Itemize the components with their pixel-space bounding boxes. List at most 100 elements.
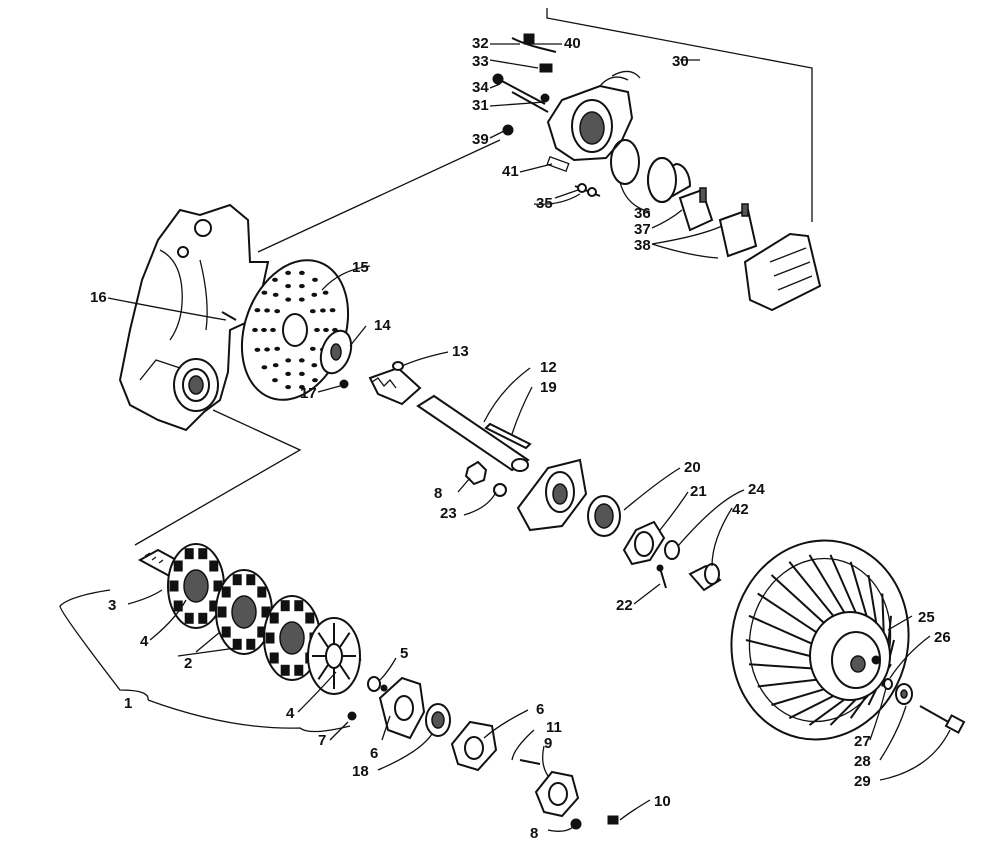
callout-40: 40 <box>564 35 581 52</box>
disc-hole <box>285 284 292 289</box>
disc-hole <box>272 378 278 383</box>
brake-pads <box>678 187 758 258</box>
driven-shaft <box>416 394 530 472</box>
disc-hole <box>264 347 271 352</box>
bearing-20 <box>587 495 621 537</box>
callout-17: 17 <box>300 385 317 402</box>
disc-hole <box>261 365 268 370</box>
disc-hole <box>311 363 318 368</box>
disc-hole <box>285 358 292 363</box>
chaincase-housing <box>118 203 270 432</box>
clutch-spoke <box>829 698 857 726</box>
disc-hole <box>298 297 305 302</box>
disc-vent-holes <box>252 270 338 390</box>
sprocket-end <box>307 617 361 695</box>
callout-1: 1 <box>124 695 132 712</box>
caliper-bolts <box>492 63 553 136</box>
callout-5: 5 <box>400 645 408 662</box>
callout-29: 29 <box>854 773 871 790</box>
callout-14: 14 <box>374 317 391 334</box>
disc-hole <box>322 290 329 295</box>
disc-hole <box>285 385 292 390</box>
callout-16: 16 <box>90 289 107 306</box>
callout-36: 36 <box>634 205 651 222</box>
clutch-spoke <box>867 574 878 623</box>
clutch-spoke <box>788 561 835 617</box>
brake-hose-fitting <box>511 33 557 53</box>
disc-hole <box>323 327 329 333</box>
clutch-spoke <box>788 695 834 720</box>
disc-hole <box>299 284 305 289</box>
disc-hole <box>320 308 326 313</box>
callout-34: 34 <box>472 79 489 96</box>
callout-38: 38 <box>634 237 651 254</box>
callout-4a: 4 <box>140 633 149 650</box>
disc-hole <box>285 371 292 376</box>
callout-21: 21 <box>690 483 707 500</box>
disc-hub <box>221 311 353 389</box>
disc-hole <box>252 327 258 333</box>
bearing-18 <box>425 703 451 737</box>
callout-12: 12 <box>540 359 557 376</box>
disc-hole <box>298 358 305 363</box>
disc-hole <box>261 327 267 333</box>
disc-hole <box>254 347 261 352</box>
piston-seal <box>610 139 640 185</box>
shaft-end-seal <box>367 676 388 692</box>
callout-22: 22 <box>616 597 633 614</box>
disc-hole <box>299 270 305 275</box>
callout-32: 32 <box>472 35 489 52</box>
disc-hole <box>254 308 261 313</box>
clutch-spoke <box>867 688 878 706</box>
clutch-spoke <box>748 663 812 670</box>
callout-labels: 1 2 3 4 4 5 6 6 7 8 8 9 10 11 12 13 14 1… <box>90 35 951 842</box>
disc-hole <box>312 378 318 383</box>
callout-9: 9 <box>544 735 552 752</box>
callout-6b: 6 <box>370 745 378 762</box>
leader-lines <box>59 43 951 832</box>
clutch-spoke <box>808 698 845 726</box>
pad-pin-and-spring <box>546 155 601 197</box>
disc-hole <box>299 385 305 390</box>
disc-hole <box>272 277 278 282</box>
clutch-spoke <box>849 561 868 617</box>
callout-30: 30 <box>672 53 689 70</box>
callout-42: 42 <box>732 501 749 518</box>
spacer-42 <box>688 563 722 592</box>
shaft-key <box>484 422 532 450</box>
callout-20: 20 <box>684 459 701 476</box>
clutch-spoke <box>745 639 811 657</box>
disc-hole <box>299 371 305 376</box>
brake-piston <box>647 157 692 203</box>
clutch-spoke <box>881 593 885 633</box>
clutch-spoke <box>748 614 813 645</box>
bearing-housing-21 <box>622 520 667 589</box>
disc-hole <box>264 308 271 313</box>
callout-24: 24 <box>748 481 765 498</box>
disc-hole <box>311 292 318 297</box>
callout-26: 26 <box>934 629 951 646</box>
callout-27: 27 <box>854 733 871 750</box>
clutch-spoke <box>849 695 868 719</box>
drive-sprockets <box>167 543 361 695</box>
callout-25: 25 <box>918 609 935 626</box>
disc-hole <box>285 297 292 302</box>
disc-hole <box>274 346 281 351</box>
clutch-spoke <box>770 574 825 624</box>
callout-39: 39 <box>472 131 489 148</box>
callout-37: 37 <box>634 221 651 238</box>
disc-hole <box>309 309 316 314</box>
callout-8b: 8 <box>530 825 538 842</box>
disc-hole <box>312 277 318 282</box>
callout-19: 19 <box>540 379 557 396</box>
caliper-outer-half <box>743 232 822 312</box>
clutch-spoke <box>771 688 825 706</box>
disc-hole <box>272 292 279 297</box>
spacer-24 <box>664 540 680 560</box>
disc-hole <box>261 290 268 295</box>
clutch-spoke <box>829 554 857 613</box>
callout-6a: 6 <box>536 701 544 718</box>
callout-3: 3 <box>108 597 116 614</box>
disc-hole <box>314 327 320 333</box>
callout-11: 11 <box>546 719 562 736</box>
